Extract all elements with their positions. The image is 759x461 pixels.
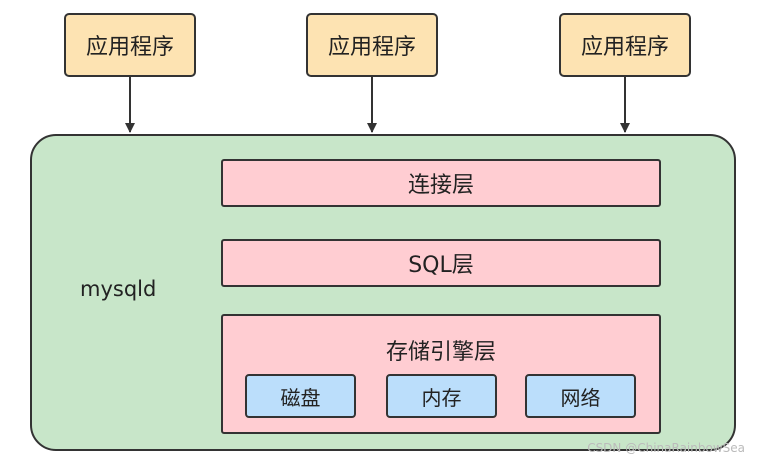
sql-layer: SQL层 — [221, 239, 661, 287]
app-box-3: 应用程序 — [559, 13, 691, 77]
watermark-text: CSDN @ChinaRainbowSea — [587, 441, 745, 455]
app-box-1: 应用程序 — [64, 13, 196, 77]
component-disk: 磁盘 — [245, 374, 356, 418]
component-network: 网络 — [525, 374, 636, 418]
component-memory: 内存 — [386, 374, 497, 418]
app-box-2: 应用程序 — [306, 13, 438, 77]
connection-layer: 连接层 — [221, 159, 661, 207]
mysqld-label: mysqld — [80, 277, 157, 301]
storage-engine-label: 存储引擎层 — [385, 340, 496, 365]
